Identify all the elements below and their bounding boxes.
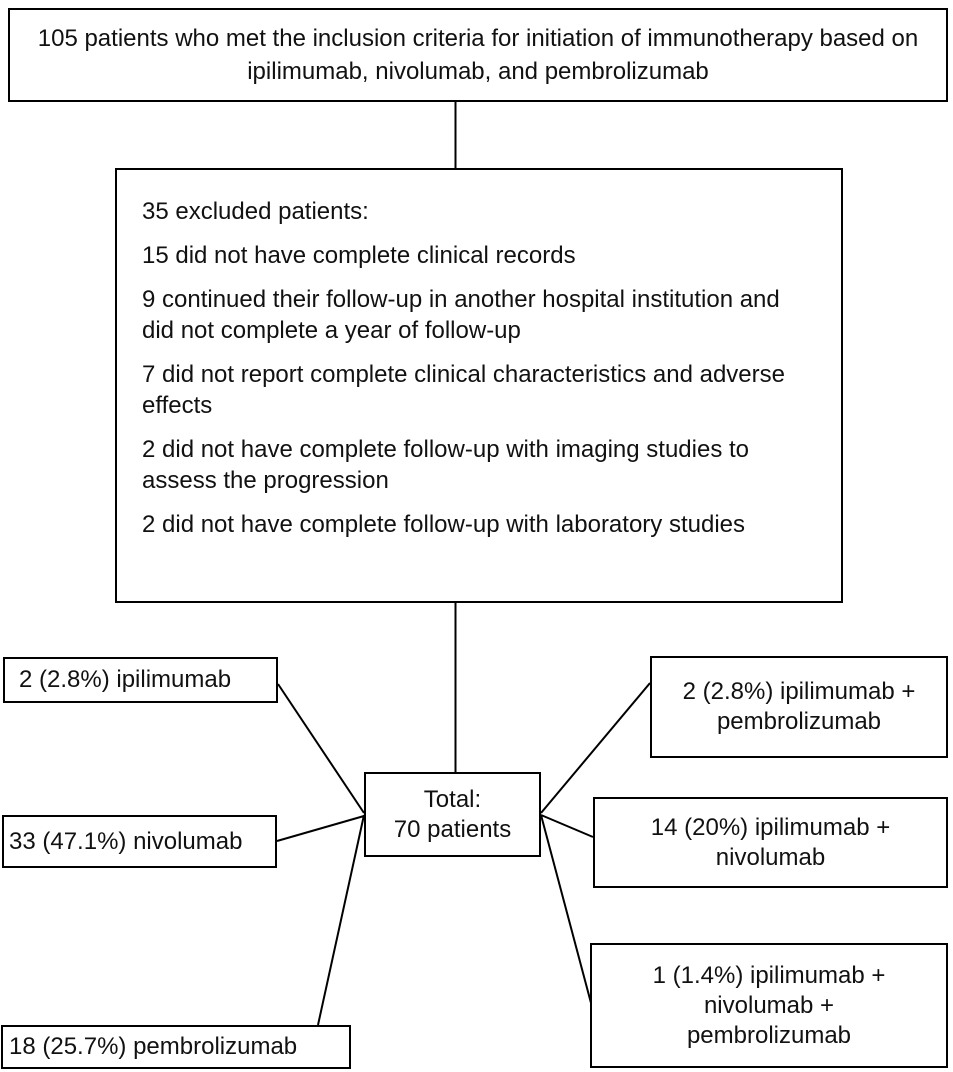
ipilimumab-box: 2 (2.8%) ipilimumab bbox=[3, 657, 278, 703]
nivolumab-label: 33 (47.1%) nivolumab bbox=[9, 827, 243, 855]
ipilimumab-pembrolizumab-box: 2 (2.8%) ipilimumab + pembrolizumab bbox=[650, 656, 948, 758]
inclusion-criteria-text: 105 patients who met the inclusion crite… bbox=[37, 25, 919, 85]
excluded-patients-box: 35 excluded patients: 15 did not have co… bbox=[115, 168, 843, 603]
total-count: 70 patients bbox=[393, 815, 512, 843]
excluded-title: 35 excluded patients: bbox=[142, 198, 369, 225]
inclusion-criteria-box: 105 patients who met the inclusion crite… bbox=[8, 8, 948, 102]
connector-total-to-nivolumab bbox=[276, 815, 365, 842]
pembrolizumab-label: 18 (25.7%) pembrolizumab bbox=[9, 1033, 298, 1060]
ipilimumab-label: 2 (2.8%) ipilimumab bbox=[19, 666, 232, 693]
connector-total-to-triple bbox=[540, 814, 592, 1004]
excluded-item: 2 did not have complete follow-up with i… bbox=[142, 436, 750, 494]
ipilimumab-pembrolizumab-label: 2 (2.8%) ipilimumab + pembrolizumab bbox=[682, 678, 916, 735]
connector-total-to-ipi-nivo bbox=[540, 814, 594, 838]
connector-total-to-ipilimumab bbox=[277, 683, 365, 814]
ipilimumab-nivolumab-box: 14 (20%) ipilimumab + nivolumab bbox=[593, 797, 948, 888]
total-patients-text: Total: 70 patients bbox=[394, 785, 511, 845]
nivolumab-box: 33 (47.1%) nivolumab bbox=[2, 815, 277, 868]
total-label: Total: bbox=[423, 785, 482, 813]
total-patients-box: Total: 70 patients bbox=[364, 772, 541, 857]
triple-therapy-label: 1 (1.4%) ipilimumab + nivolumab + pembro… bbox=[652, 961, 886, 1049]
excluded-item: 2 did not have complete follow-up with l… bbox=[142, 511, 745, 538]
connector-total-to-ipi-pembro bbox=[540, 682, 651, 814]
excluded-item: 15 did not have complete clinical record… bbox=[142, 242, 576, 269]
excluded-item: 7 did not report complete clinical chara… bbox=[142, 361, 785, 419]
ipilimumab-nivolumab-label: 14 (20%) ipilimumab + nivolumab bbox=[650, 813, 891, 871]
pembrolizumab-box: 18 (25.7%) pembrolizumab bbox=[1, 1025, 351, 1069]
triple-therapy-box: 1 (1.4%) ipilimumab + nivolumab + pembro… bbox=[590, 943, 948, 1068]
connector-total-to-pembrolizumab bbox=[317, 814, 365, 1026]
excluded-item: 9 continued their follow-up in another h… bbox=[142, 286, 780, 344]
